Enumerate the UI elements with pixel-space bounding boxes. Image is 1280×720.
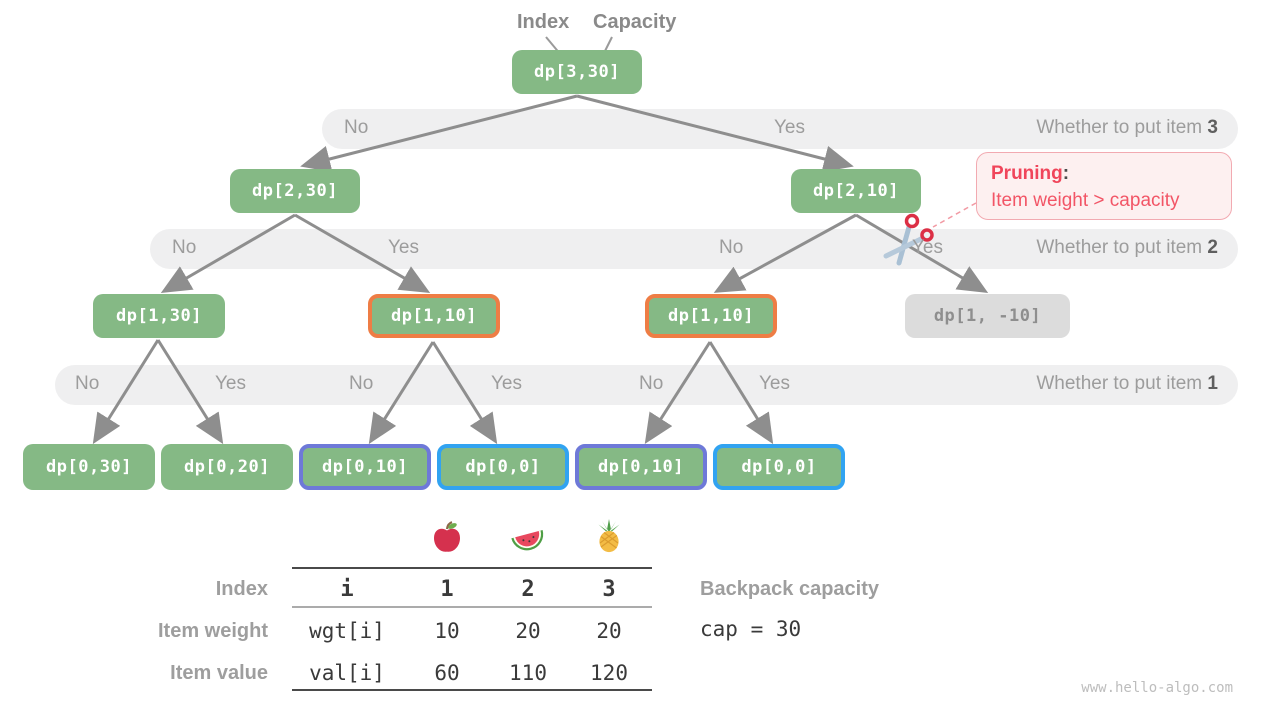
- capacity-label: Capacity: [593, 11, 677, 33]
- edge-root-no: [300, 94, 578, 173]
- pruning-colon: :: [1062, 163, 1070, 184]
- band2-yes-label-2: Yes: [912, 237, 943, 258]
- watermelon-icon: [511, 529, 544, 551]
- band3-question-text: Whether to put item: [1036, 117, 1208, 138]
- node-dp-0-0-right: dp[0,0]: [713, 444, 845, 490]
- band1-question-text: Whether to put item: [1036, 373, 1208, 394]
- band2-question-text: Whether to put item: [1036, 237, 1208, 258]
- scissors-icon: [883, 213, 934, 266]
- node-dp-0-0-left: dp[0,0]: [437, 444, 569, 490]
- decision-band-item-3: [322, 109, 1238, 149]
- band1-yes-label-3: Yes: [759, 373, 790, 394]
- node-dp-1-neg10-pruned: dp[1, -10]: [905, 294, 1070, 338]
- node-dp-0-20: dp[0,20]: [161, 444, 293, 490]
- band1-no-label-2: No: [349, 373, 374, 394]
- band1-item-number: 1: [1207, 373, 1218, 394]
- band1-yes-label-2: Yes: [491, 373, 522, 394]
- table-wgt-3: 20: [596, 619, 622, 643]
- table-bottom-rule: [292, 689, 652, 691]
- edge-110a-yes: [431, 341, 498, 445]
- pineapple-icon: [598, 519, 620, 553]
- pruning-title-line: Pruning:: [991, 160, 1231, 187]
- band2-no-label-1: No: [172, 237, 197, 258]
- edge-230-yes: [294, 213, 431, 293]
- table-wgt-2: 20: [515, 619, 541, 643]
- edge-110a-no: [368, 341, 435, 445]
- edge-110b-yes: [708, 341, 774, 445]
- table-val-2: 110: [509, 661, 547, 685]
- edge-210-yes-pruned: [855, 213, 989, 294]
- edge-230-no: [160, 213, 296, 294]
- edge-130-no: [92, 339, 160, 445]
- node-dp-0-10-right: dp[0,10]: [575, 444, 707, 490]
- band3-item-number: 3: [1207, 117, 1218, 138]
- band2-yes-label-1: Yes: [388, 237, 419, 258]
- pruning-callout: Pruning: Item weight > capacity: [976, 152, 1232, 220]
- node-dp-1-10-left: dp[1,10]: [368, 294, 500, 338]
- backpack-capacity-label: Backpack capacity: [700, 578, 880, 600]
- band1-question: Whether to put item 1: [1036, 373, 1218, 395]
- table-header-rule: [292, 606, 652, 608]
- table-top-rule: [292, 567, 652, 569]
- node-dp-3-30: dp[3,30]: [512, 50, 642, 94]
- watermark: www.hello-algo.com: [1081, 680, 1233, 696]
- node-dp-0-10-left: dp[0,10]: [299, 444, 431, 490]
- band3-yes-label: Yes: [774, 117, 805, 138]
- node-dp-1-10-right: dp[1,10]: [645, 294, 777, 338]
- table-row-label-index: Index: [215, 578, 268, 600]
- table-row-label-weight: Item weight: [157, 620, 268, 642]
- backpack-capacity-value: cap = 30: [700, 617, 802, 641]
- table-header-2: 2: [521, 577, 535, 602]
- edge-root-yes: [576, 94, 854, 173]
- table-header-1: 1: [440, 577, 454, 602]
- table-val-1: 60: [434, 661, 460, 685]
- table-row-label-value: Item value: [170, 662, 268, 684]
- table-header-i: i: [340, 577, 354, 602]
- band2-no-label-2: No: [719, 237, 744, 258]
- band1-yes-label-1: Yes: [215, 373, 246, 394]
- table-header-3: 3: [602, 577, 616, 602]
- decision-band-item-1: [55, 365, 1238, 405]
- node-dp-2-30: dp[2,30]: [230, 169, 360, 213]
- apple-icon: [434, 521, 460, 552]
- band2-question: Whether to put item 2: [1036, 237, 1218, 259]
- band3-no-label: No: [344, 117, 369, 138]
- table-val-3: 120: [590, 661, 628, 685]
- edge-130-yes: [156, 339, 224, 445]
- node-dp-2-10: dp[2,10]: [791, 169, 921, 213]
- band1-no-label-1: No: [75, 373, 100, 394]
- table-wgt-label: wgt[i]: [309, 619, 385, 643]
- band1-no-label-3: No: [639, 373, 664, 394]
- index-label: Index: [517, 11, 570, 33]
- edge-110b-no: [644, 341, 712, 445]
- pruning-title: Pruning: [991, 163, 1063, 184]
- node-dp-1-30: dp[1,30]: [93, 294, 225, 338]
- band2-item-number: 2: [1207, 237, 1218, 258]
- pruning-callout-line: [932, 202, 977, 228]
- tree-edges: [92, 94, 989, 445]
- pruning-description: Item weight > capacity: [991, 190, 1180, 211]
- table-val-label: val[i]: [309, 661, 385, 685]
- node-dp-0-30: dp[0,30]: [23, 444, 155, 490]
- edge-210-no: [713, 213, 857, 293]
- table-wgt-1: 10: [434, 619, 460, 643]
- band3-question: Whether to put item 3: [1036, 117, 1218, 139]
